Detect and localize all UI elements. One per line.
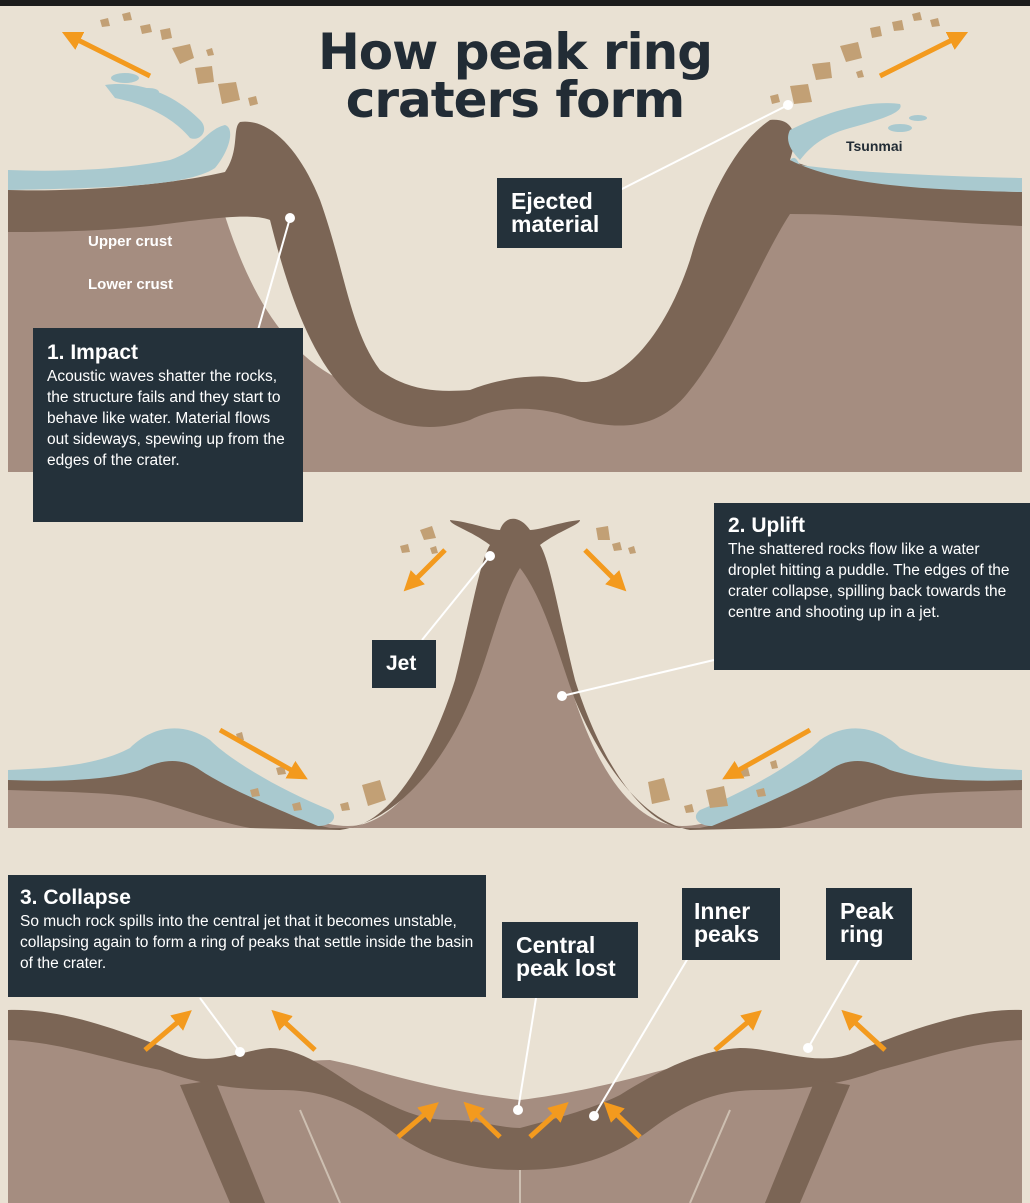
page-title: How peak ring craters form: [0, 28, 1030, 124]
jet-label: Jet: [386, 652, 422, 676]
title-line-2: craters form: [0, 76, 1030, 124]
label-upper-crust: Upper crust: [88, 233, 172, 250]
collapse-body: So much rock spills into the central jet…: [20, 911, 474, 974]
impact-heading: 1. Impact: [47, 340, 289, 366]
callout-ejected-material: Ejected material: [497, 178, 622, 248]
uplift-heading: 2. Uplift: [728, 513, 1018, 539]
callout-jet: Jet: [372, 640, 436, 688]
callout-uplift: 2. Uplift The shattered rocks flow like …: [714, 503, 1030, 670]
uplift-body: The shattered rocks flow like a water dr…: [728, 539, 1018, 623]
callout-peak-ring: Peak ring: [826, 888, 912, 960]
impact-body: Acoustic waves shatter the rocks, the st…: [47, 366, 289, 471]
top-border: [0, 0, 1030, 6]
label-tsunami: Tsunmai: [846, 138, 903, 154]
callout-collapse: 3. Collapse So much rock spills into the…: [8, 875, 486, 997]
collapse-heading: 3. Collapse: [20, 885, 474, 911]
callout-central-peak-lost: Central peak lost: [502, 922, 638, 998]
peak-ring-label: Peak ring: [840, 900, 898, 946]
callout-impact: 1. Impact Acoustic waves shatter the roc…: [33, 328, 303, 522]
label-lower-crust: Lower crust: [88, 276, 173, 293]
callout-inner-peaks: Inner peaks: [682, 888, 780, 960]
ejected-material-label: Ejected material: [511, 190, 607, 236]
central-peak-lost-label: Central peak lost: [516, 934, 624, 980]
inner-peaks-label: Inner peaks: [694, 900, 764, 946]
title-line-1: How peak ring: [0, 28, 1030, 76]
